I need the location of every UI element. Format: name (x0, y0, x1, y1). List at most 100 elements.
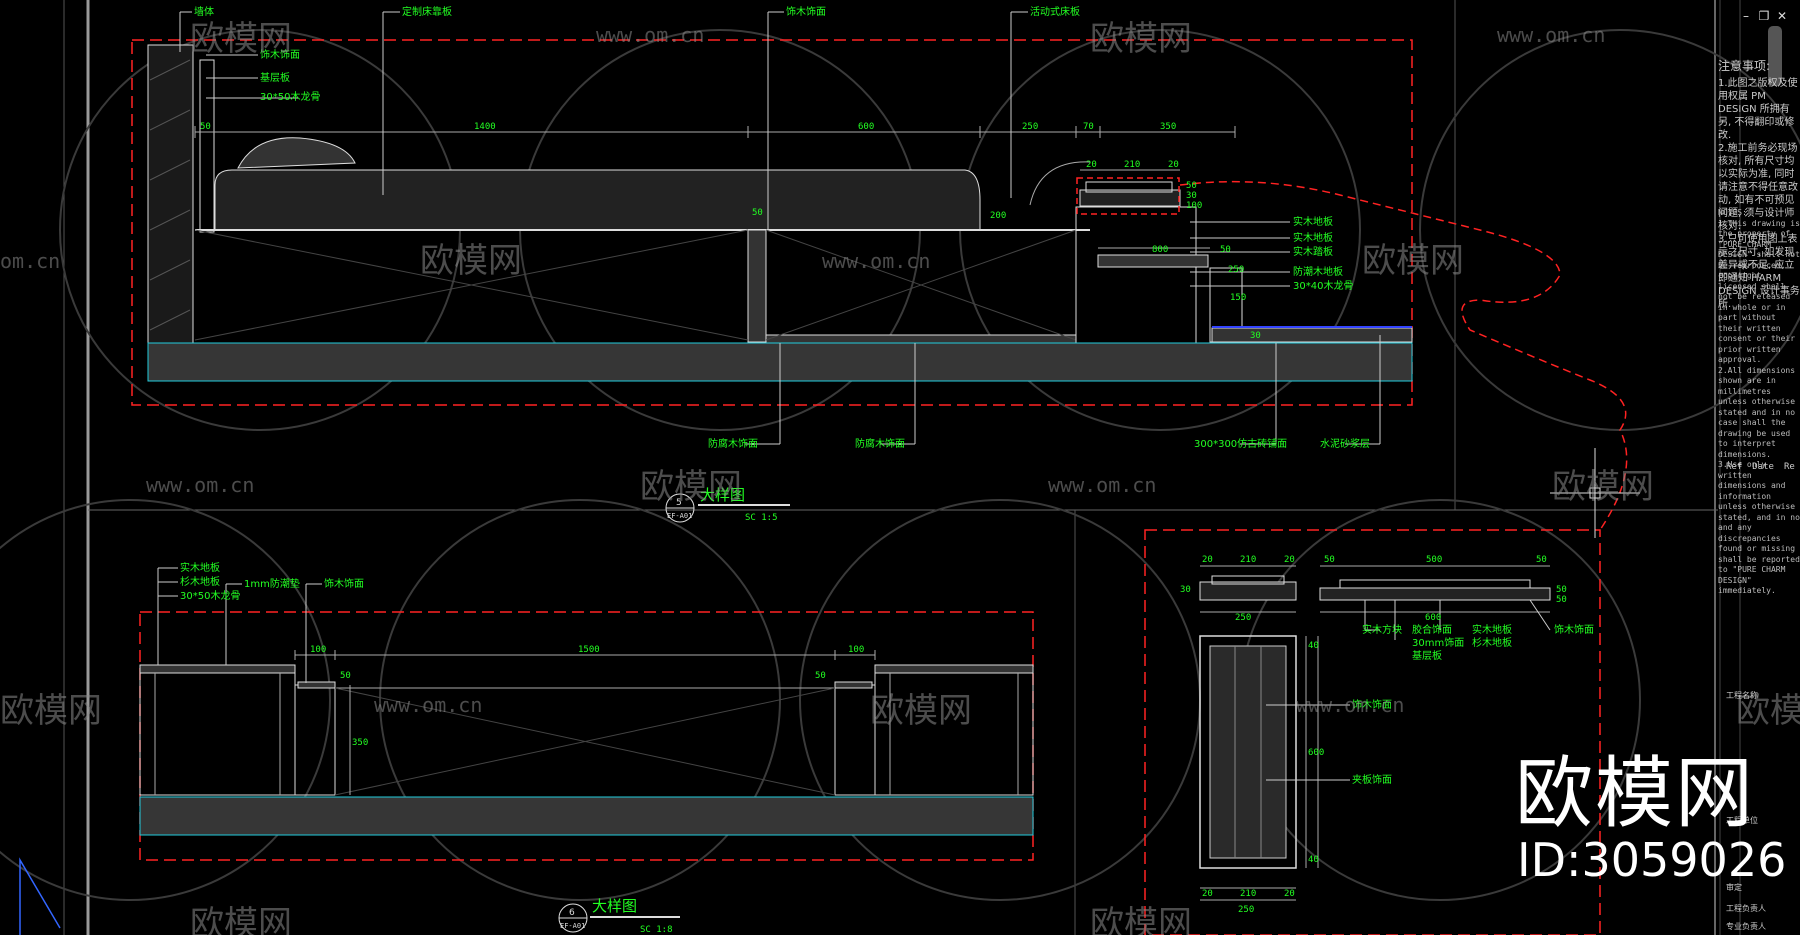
scrollbar-thumb[interactable] (1768, 26, 1782, 86)
top-title: 大样图 (700, 486, 745, 504)
notes-en-body: 1.This drawing is the property of "PURE … (1718, 218, 1800, 596)
rev-re: Re (1783, 462, 1795, 472)
wm-url: www.om.cn (822, 249, 930, 273)
wm-url: www.om.cn (146, 473, 254, 497)
top-scale: SC 1:5 (745, 513, 778, 523)
stamp-label: 工程负责人 (1726, 904, 1766, 913)
top-label: 饰木饰面 (260, 48, 300, 61)
rev-date: Date (1752, 462, 1774, 472)
top-label: 饰木饰面 (786, 5, 826, 18)
top-dim: 20 (1086, 160, 1097, 170)
br-label: 夹板饰面 (1352, 773, 1392, 786)
bl-dim: 350 (352, 738, 368, 748)
rev-ref: Ref (1726, 462, 1743, 472)
stamp-label: 工程名称 (1726, 691, 1758, 700)
br-dim: 20 (1202, 555, 1213, 565)
br-dim: 50 (1324, 555, 1335, 565)
stamp-label: 审定 (1726, 883, 1742, 892)
notes-en: NOTES: 1.This drawing is the property of… (1718, 208, 1800, 597)
close-button[interactable]: ✕ (1776, 9, 1788, 23)
wm-url: www.om.cn (1296, 693, 1404, 717)
bl-label: 30*50木龙骨 (180, 589, 240, 602)
top-label: 活动式床板 (1030, 5, 1080, 18)
minimize-button[interactable]: – (1743, 9, 1749, 23)
top-dim: 200 (990, 211, 1006, 221)
stamp-label: 专业负责人 (1726, 922, 1766, 931)
top-dim: 50 (752, 208, 763, 218)
wm-url-fragment: om.cn (0, 249, 60, 273)
wm-brand: 欧模网 (1736, 691, 1800, 731)
notes-cn-title: 注意事项: (1718, 59, 1771, 73)
wm-brand: 欧模网 (640, 467, 742, 507)
br-dim: 600 (1425, 613, 1441, 623)
top-dim: 250 (1228, 265, 1244, 275)
br-dim: 30 (1180, 585, 1191, 595)
top-dim: 800 (1152, 245, 1168, 255)
notes-cn: 注意事项: 1.此图之版权及使用权属 PM DESIGN 所拥有 另, 不得翻印… (1718, 60, 1800, 311)
wm-url: www.om.cn (596, 23, 704, 47)
br-dim: 20 (1284, 555, 1295, 565)
top-dim: 20 (1168, 160, 1179, 170)
top-dim: 50 (1186, 181, 1197, 191)
top-dim: 30 (1186, 191, 1197, 201)
bl-dim: 100 (310, 645, 326, 655)
top-label: 防潮木地板 (1293, 265, 1343, 278)
top-label: 墙体 (194, 5, 214, 18)
stamp-label: 工程单位 (1726, 816, 1758, 825)
restore-button[interactable]: ❐ (1758, 9, 1770, 23)
wm-brand: 欧模网 (1090, 904, 1192, 935)
top-label: 基层板 (260, 71, 290, 84)
wm-url: www.om.cn (1048, 473, 1156, 497)
top-callout: 5 EF-A01 大样图 SC 1:5 (665, 486, 790, 523)
top-dim: 150 (1230, 293, 1246, 303)
top-label: 300*300仿古砖铺面 (1194, 437, 1287, 450)
wm-brand: 欧模网 (190, 904, 292, 935)
bottom-title: 大样图 (592, 897, 637, 915)
revision-header: Ref Date Re (1726, 462, 1800, 472)
ucs-icon (19, 857, 61, 935)
br-label: 基层板 (1412, 649, 1442, 662)
pillow (237, 137, 356, 169)
br-dim: 250 (1238, 905, 1254, 915)
bl-label: 1mm防潮垫 (244, 577, 300, 590)
top-dim: 30 (1250, 331, 1261, 341)
br-dim: 250 (1235, 613, 1251, 623)
top-callout-ref: EF-A01 (667, 512, 692, 520)
top-dim: 50 (1220, 245, 1231, 255)
notes-cn-item: 3.只可使用图上表示之尺寸, 如发现差异或不足, 应立即通知 HARM DESI… (1718, 234, 1800, 310)
bottom-scale: SC 1:8 (640, 925, 673, 935)
wm-brand: 欧模网 (420, 241, 522, 281)
bottom-callout-num: 6 (569, 908, 575, 918)
wm-brand: 欧模网 (870, 691, 972, 731)
top-detail-frame (131, 39, 1413, 406)
br-label: 30mm饰面 (1412, 636, 1464, 649)
br-label: 杉木地板 (1472, 636, 1512, 649)
floor-slab-bottom (139, 796, 1034, 836)
top-callout-num: 5 (676, 498, 682, 508)
notes-en-title: NOTES: (1718, 208, 1747, 217)
br-dim: 600 (1308, 748, 1324, 758)
br-dim: 210 (1240, 889, 1256, 899)
bl-label: 杉木地板 (180, 575, 220, 588)
br-label: 饰木饰面 (1554, 623, 1594, 636)
br-dim: 20 (1202, 889, 1213, 899)
watermark-big-brand: 欧模网 (1515, 749, 1756, 839)
br-dim: 40 (1308, 641, 1319, 651)
revision-cloud (1179, 180, 1628, 531)
top-label: 水泥砂浆层 (1320, 437, 1370, 450)
wm-brand: 欧模网 (1090, 19, 1192, 59)
bottom-callout: 6 EF-A01 大样图 SC 1:8 (558, 897, 680, 935)
br-dim: 40 (1308, 855, 1319, 865)
br-dim: 500 (1426, 555, 1442, 565)
top-label: 30*50木龙骨 (260, 90, 320, 103)
br-dim: 210 (1240, 555, 1256, 565)
wm-brand: 欧模网 (0, 691, 102, 731)
cad-crosshair-cursor (1550, 448, 1640, 538)
wm-url: www.om.cn (1497, 23, 1605, 47)
bl-dim: 50 (815, 671, 826, 681)
top-dim: 600 (858, 122, 874, 132)
bl-label: 实木地板 (180, 561, 220, 574)
top-label: 实木地板 (1293, 231, 1333, 244)
bl-label: 饰木饰面 (324, 577, 364, 590)
